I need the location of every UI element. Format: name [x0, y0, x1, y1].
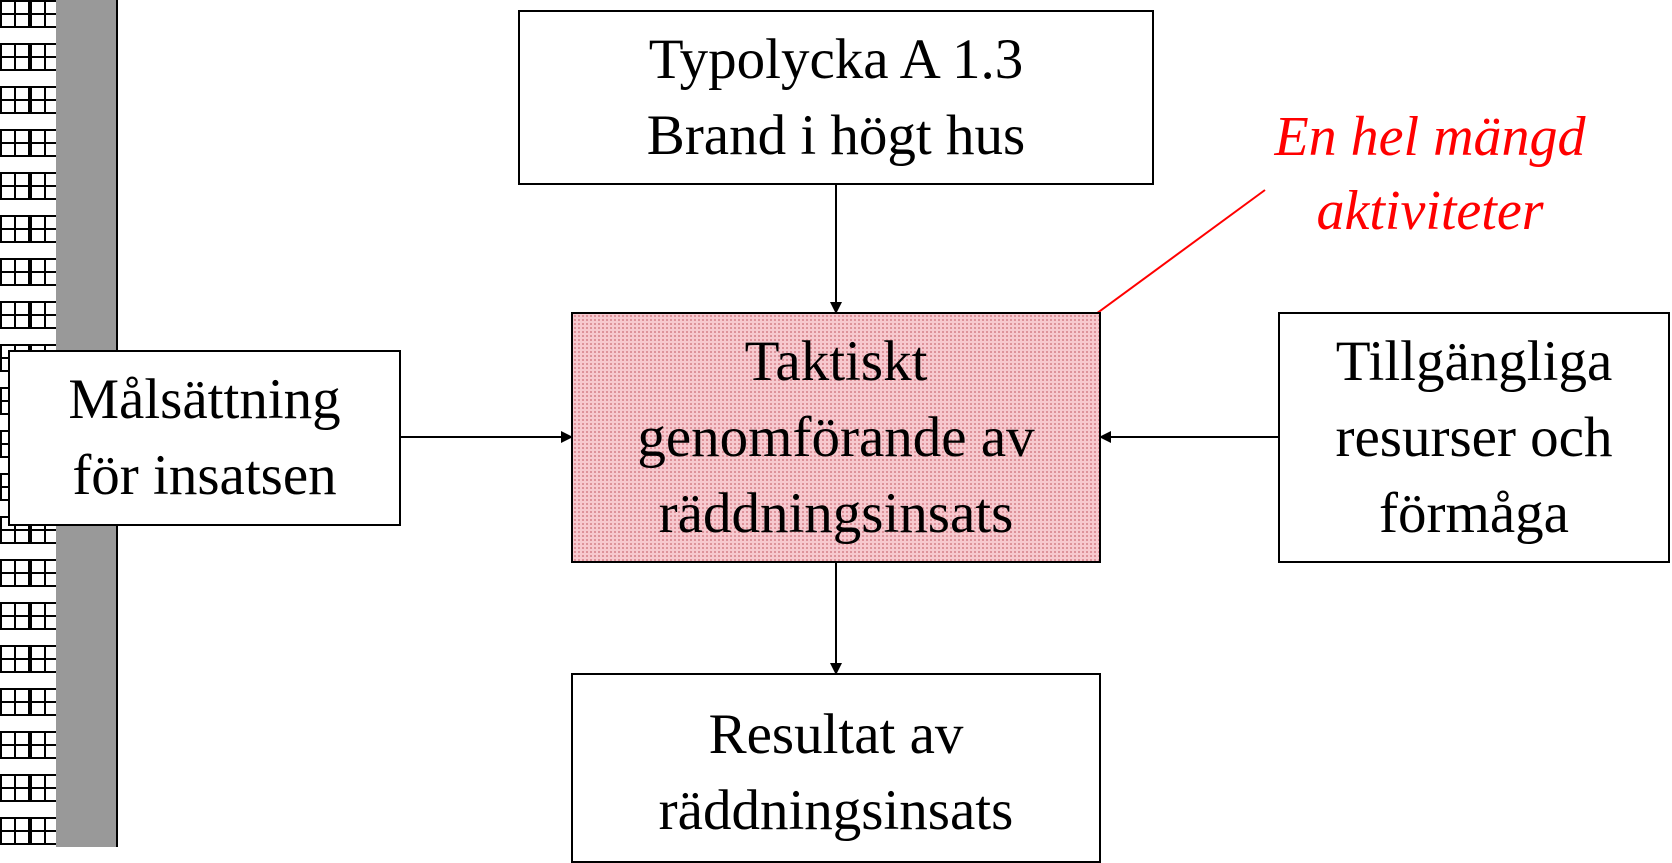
building-window	[0, 215, 30, 243]
box-objective: Målsättning för insatsen	[8, 350, 401, 526]
building-window	[30, 688, 60, 716]
resources-line2: resurser och	[1335, 405, 1613, 469]
incident-type-line1: Typolycka A 1.3	[648, 27, 1024, 91]
building-window	[0, 43, 30, 71]
building-window	[0, 731, 30, 759]
building-window	[30, 559, 60, 587]
tactical-line1: Taktiskt	[744, 329, 928, 393]
building-window	[0, 645, 30, 673]
objective-line2: för insatsen	[72, 444, 337, 507]
objective-line1: Målsättning	[68, 368, 341, 431]
incident-type-line2: Brand i högt hus	[646, 103, 1026, 167]
building-window	[0, 0, 30, 28]
building-window	[0, 774, 30, 802]
building-window	[30, 645, 60, 673]
building-window	[0, 559, 30, 587]
resources-line3: förmåga	[1379, 481, 1569, 545]
box-result: Resultat av räddningsinsats	[571, 673, 1101, 863]
box-incident-type: Typolycka A 1.3 Brand i högt hus	[518, 10, 1154, 185]
building-window	[0, 258, 30, 286]
building-window	[30, 172, 60, 200]
box-tactical-execution: Taktiskt genomförande av räddningsinsats	[571, 312, 1101, 563]
result-line1: Resultat av	[708, 703, 964, 766]
annotation-line1: En hel mängd	[1274, 106, 1586, 168]
building-window	[30, 817, 60, 845]
building-window	[30, 731, 60, 759]
box-resources: Tillgängliga resurser och förmåga	[1278, 312, 1670, 563]
resources-line1: Tillgängliga	[1335, 329, 1613, 393]
building-window	[0, 817, 30, 845]
tactical-line3: räddningsinsats	[658, 481, 1014, 545]
annotation-activities: En hel mängd aktiviteter	[1230, 100, 1630, 248]
building-window	[0, 129, 30, 157]
building-window	[0, 86, 30, 114]
building-window	[30, 301, 60, 329]
tactical-line2: genomförande av	[637, 405, 1035, 469]
building-window	[30, 602, 60, 630]
building-window	[0, 301, 30, 329]
result-line2: räddningsinsats	[658, 779, 1014, 842]
building-window	[0, 688, 30, 716]
building-window	[0, 172, 30, 200]
building-window	[0, 602, 30, 630]
annotation-line2: aktiviteter	[1316, 180, 1544, 242]
